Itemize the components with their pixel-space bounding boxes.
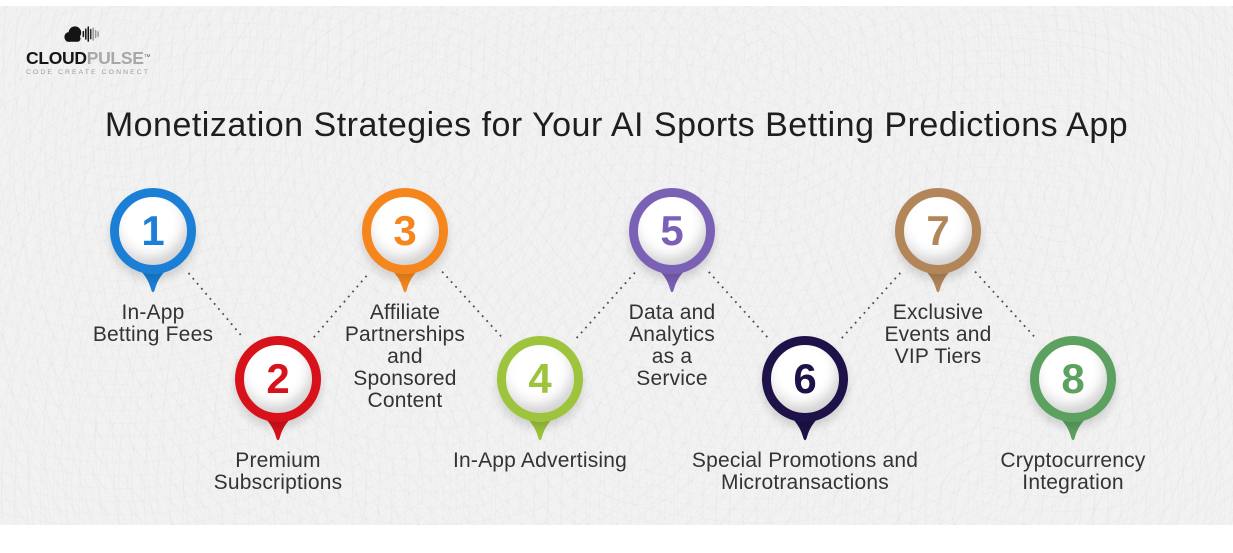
step-label: Special Promotions and Microtransactions <box>691 449 919 494</box>
brand-text: CLOUDPULSE™ <box>26 48 151 68</box>
pin-number: 1 <box>141 207 165 254</box>
pin-circle: 2 <box>235 336 321 422</box>
pin: 5 <box>629 188 715 295</box>
connector-4-5 <box>575 271 637 339</box>
step-label: Premium Subscriptions <box>213 449 343 494</box>
pin-marker-2: 2 Premium Subscriptions <box>148 336 408 494</box>
pin-marker-5: 5 Data and Analytics as a Service <box>542 188 802 390</box>
connector-1-2 <box>187 272 244 338</box>
pin-circle: 8 <box>1030 336 1116 422</box>
trademark-mark: ™ <box>143 54 151 61</box>
pin-marker-7: 7 Exclusive Events and VIP Tiers <box>808 188 1068 368</box>
pin: 8 <box>1030 336 1116 443</box>
pin-circle: 4 <box>497 336 583 422</box>
pin-circle: 1 <box>110 188 196 274</box>
connector-6-7 <box>841 271 902 339</box>
pin: 3 <box>362 188 448 295</box>
pin-number: 6 <box>793 355 817 402</box>
pin-circle: 7 <box>895 188 981 274</box>
pin-number: 4 <box>528 355 552 402</box>
logo: CLOUDPULSE™ CODE CREATE CONNECT <box>26 22 151 76</box>
pin-number: 8 <box>1061 355 1085 402</box>
step-label: Exclusive Events and VIP Tiers <box>884 301 992 368</box>
pin-number: 3 <box>393 207 417 254</box>
pin-circle: 6 <box>762 336 848 422</box>
connector-2-3 <box>313 272 370 338</box>
step-label: Data and Analytics as a Service <box>628 301 716 390</box>
pin-number: 2 <box>266 355 290 402</box>
pin-marker-1: 1 In-App Betting Fees <box>23 188 283 346</box>
cloudpulse-logo-icon <box>64 26 99 42</box>
pin: 1 <box>110 188 196 295</box>
step-label: In-App Advertising <box>452 449 628 472</box>
pin-number: 7 <box>926 207 950 254</box>
pin: 6 <box>762 336 848 443</box>
logo-tagline: CODE CREATE CONNECT <box>26 69 150 76</box>
pin: 2 <box>235 336 321 443</box>
pin-marker-4: 4 In-App Advertising <box>410 336 670 472</box>
pin-marker-8: 8 Cryptocurrency Integration <box>943 336 1203 494</box>
brand-pulse: PULSE <box>86 48 144 68</box>
pin: 7 <box>895 188 981 295</box>
pin-circle: 3 <box>362 188 448 274</box>
pin-marker-6: 6 Special Promotions and Microtransactio… <box>675 336 935 494</box>
connector-5-6 <box>708 271 769 339</box>
step-label: Affiliate Partnerships and Sponsored Con… <box>344 301 466 412</box>
patterned-background <box>0 6 1233 525</box>
brand-cloud: CLOUD <box>26 48 87 68</box>
page-title: Monetization Strategies for Your AI Spor… <box>104 106 1129 144</box>
step-label: Cryptocurrency Integration <box>1000 449 1146 494</box>
pin: 4 <box>497 336 583 443</box>
pin-circle: 5 <box>629 188 715 274</box>
step-label: In-App Betting Fees <box>92 301 214 346</box>
pin-marker-3: 3 Affiliate Partnerships and Sponsored C… <box>275 188 535 412</box>
pin-number: 5 <box>660 207 684 254</box>
